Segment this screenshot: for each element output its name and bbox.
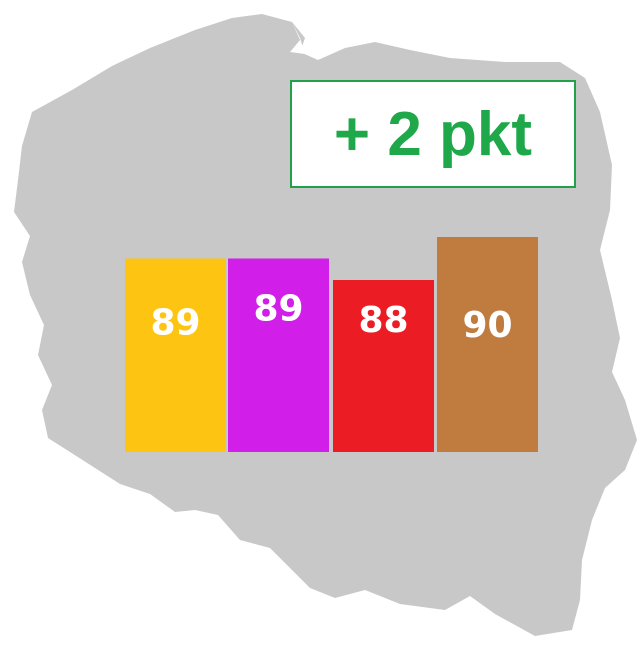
score-change-badge: + 2 pkt: [290, 80, 576, 188]
score-change-text: + 2 pkt: [333, 99, 533, 169]
bar-value-label-3: 88: [358, 300, 408, 341]
bar-value-label-4: 90: [462, 305, 512, 346]
bar-2: [228, 258, 329, 452]
coast-notch: [290, 22, 305, 54]
bar-1: [125, 258, 226, 452]
bar-3: [333, 280, 434, 452]
bar-4: [437, 237, 538, 452]
bar-value-label-2: 89: [253, 289, 303, 330]
bar-value-label-1: 89: [150, 303, 200, 344]
